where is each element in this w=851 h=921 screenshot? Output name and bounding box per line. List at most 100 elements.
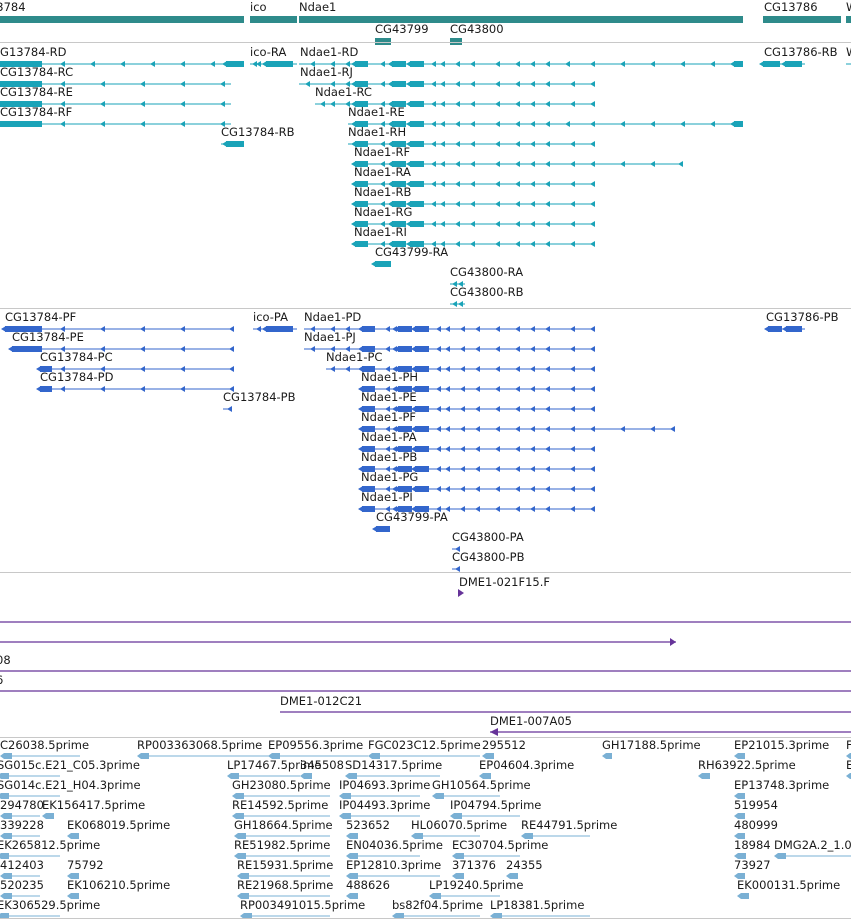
est-marker[interactable] [698,773,710,779]
est-marker[interactable] [137,753,149,759]
est-marker[interactable] [490,913,502,919]
protein-label[interactable]: CG13784-PD [40,370,114,384]
est-label[interactable]: SG014c.E21_H04.3prime [0,778,141,792]
transcript-label[interactable]: CG13784-RF [0,105,73,119]
transcript-label[interactable]: W [846,46,851,59]
gene-bar[interactable] [450,38,462,45]
est-label[interactable]: RE15931.5prime [237,858,334,872]
est-label[interactable]: 295512 [482,738,526,752]
est-marker[interactable] [0,793,9,799]
est-marker[interactable] [345,773,357,779]
transcript-label[interactable]: CG13784-RE [0,85,73,99]
protein-label[interactable]: CG43800-PB [452,550,525,564]
gene-bar[interactable] [763,16,841,23]
est-label[interactable]: LP17467.5prime [227,758,322,772]
clone-label[interactable]: 6 [0,674,3,687]
est-marker[interactable] [452,873,464,879]
est-marker[interactable] [392,913,404,919]
est-marker[interactable] [227,773,239,779]
protein-label[interactable]: CG43800-PA [452,530,524,544]
gene-label[interactable]: Ndae1 [299,0,337,14]
est-label[interactable]: 18984 [734,838,771,852]
est-label[interactable]: SD14317.5prime [345,758,443,772]
clone-label[interactable]: DME1-012C21 [280,694,363,708]
est-label[interactable]: EC30704.5prime [452,838,549,852]
est-label[interactable]: E [846,758,851,772]
protein-label[interactable]: CG13784-PE [12,330,84,344]
est-label[interactable]: IP04794.5prime [450,798,542,812]
est-label[interactable]: 488626 [346,878,390,892]
est-marker[interactable] [232,793,244,799]
protein-label[interactable]: CG43799-PA [376,510,448,524]
gene-bar[interactable] [299,16,743,23]
est-marker[interactable] [42,813,54,819]
protein-label[interactable]: Ndae1-PB [361,450,418,464]
protein-label[interactable]: CG13784-PB [223,390,296,404]
est-label[interactable]: 520235 [0,878,44,892]
est-marker[interactable] [734,753,745,759]
transcript-label[interactable]: ico-RA [250,45,287,59]
est-label[interactable]: GH18664.5prime [234,818,333,832]
protein-label[interactable]: CG13784-PF [5,310,77,324]
est-label[interactable]: RE21968.5prime [237,878,334,892]
est-label[interactable]: FGC023C12.5prime [368,738,481,752]
transcript-label[interactable]: CG43800-RA [450,265,524,279]
est-label[interactable]: EK000131.5prime [737,878,841,892]
est-label[interactable]: RP003363068.5prime [137,738,263,752]
est-marker[interactable] [734,853,746,859]
protein-label[interactable]: CG13784-PC [40,350,113,364]
transcript-label[interactable]: CG13784-RD [0,45,67,59]
est-label[interactable]: 339228 [0,818,44,832]
est-label[interactable]: EP09556.3prime [268,738,364,752]
est-marker[interactable] [0,813,12,819]
est-marker[interactable] [346,873,358,879]
est-marker[interactable] [0,913,9,919]
est-marker[interactable] [234,833,246,839]
transcript-label[interactable]: Ndae1-RA [354,165,411,179]
est-label[interactable]: RE44791.5prime [521,818,618,832]
protein-label[interactable]: Ndae1-PF [361,410,417,424]
clone-label[interactable]: 08 [0,653,11,667]
est-label[interactable]: GH17188.5prime [602,738,701,752]
est-marker[interactable] [237,873,249,879]
est-marker[interactable] [368,753,380,759]
est-marker[interactable] [346,893,358,899]
est-label[interactable]: EP21015.3prime [734,738,830,752]
est-marker[interactable] [602,753,612,759]
est-label[interactable]: EN04036.5prime [346,838,443,852]
est-label[interactable]: 75792 [67,858,104,872]
est-marker[interactable] [411,833,423,839]
gene-bar[interactable] [250,16,297,23]
est-label[interactable]: RP003491015.5prime [240,898,366,912]
protein-label[interactable]: Ndae1-PD [304,310,362,324]
est-marker[interactable] [0,773,9,779]
est-marker[interactable] [300,773,312,779]
est-marker[interactable] [0,873,12,879]
gene-label[interactable]: CG43800 [450,22,504,36]
est-label[interactable]: bs82f04.5prime [392,898,484,912]
protein-label[interactable]: Ndae1-PE [361,390,417,404]
est-label[interactable]: EP13748.3prime [734,778,830,792]
est-label[interactable]: EP04604.3prime [479,758,575,772]
est-label[interactable]: RE51982.5prime [234,838,331,852]
est-label[interactable]: 412403 [0,858,44,872]
est-marker[interactable] [0,833,12,839]
est-label[interactable]: RE14592.5prime [232,798,329,812]
protein-label[interactable]: Ndae1-PC [326,350,383,364]
est-marker[interactable] [237,893,249,899]
protein-label[interactable]: Ndae1-PI [361,490,413,504]
est-marker[interactable] [67,873,79,879]
est-marker[interactable] [67,833,79,839]
est-label[interactable]: EK068019.5prime [67,818,171,832]
est-marker[interactable] [734,793,745,799]
gene-label[interactable]: CG13784 [0,0,26,14]
transcript-label[interactable]: Ndae1-RC [315,85,372,99]
est-label[interactable]: IP04693.3prime [339,778,431,792]
est-label[interactable]: HL06070.5prime [411,818,508,832]
transcript-label[interactable]: Ndae1-RD [300,45,359,59]
transcript-label[interactable]: Ndae1-RH [348,125,407,139]
clone-label[interactable]: DME1-021F15.F [459,575,550,589]
protein-label[interactable]: Ndae1-PH [361,370,419,384]
transcript-label[interactable]: Ndae1-RF [354,145,411,159]
est-label[interactable]: RH63922.5prime [698,758,796,772]
